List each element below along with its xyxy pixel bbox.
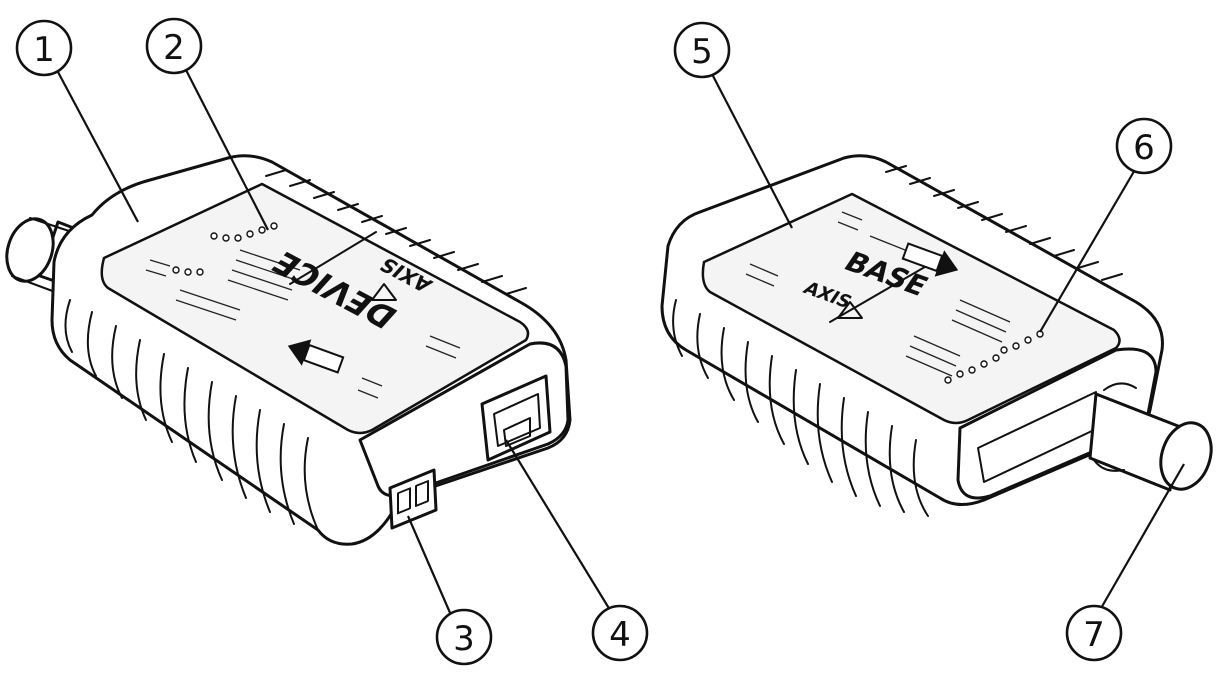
callout-2: 2 <box>145 17 203 75</box>
callout-4: 4 <box>591 604 649 662</box>
device-top-panel <box>100 182 530 435</box>
leader-lines <box>57 69 1185 623</box>
leader-2 <box>185 69 269 231</box>
device-power-terminal <box>388 468 438 530</box>
device-status-leds <box>172 222 278 276</box>
callout-1-number: 1 <box>33 30 55 70</box>
base-top-ribs <box>885 165 1123 281</box>
leader-1 <box>57 71 139 223</box>
callout-6: 6 <box>1115 117 1173 175</box>
device-unit: DEVICE AXIS <box>5 154 572 546</box>
leader-4 <box>505 439 611 611</box>
callout-2-number: 2 <box>163 28 185 68</box>
callout-3-number: 3 <box>453 619 475 659</box>
device-brand-triangle-icon <box>371 283 397 301</box>
callout-3: 3 <box>435 608 493 666</box>
device-panel-print <box>145 231 461 399</box>
device-front-face <box>358 341 570 498</box>
base-brand-triangle-icon <box>837 301 863 319</box>
base-arrow-icon <box>901 242 959 277</box>
callout-1: 1 <box>15 19 73 77</box>
callout-7: 7 <box>1065 604 1123 662</box>
device-side-fins <box>64 299 319 531</box>
base-panel-print <box>745 211 1011 377</box>
callout-4-number: 4 <box>609 615 631 655</box>
base-side-fins <box>672 299 929 517</box>
base-coax-connector <box>1088 382 1213 492</box>
leader-6 <box>1039 167 1137 333</box>
device-top-ribs <box>265 169 527 295</box>
callout-5-number: 5 <box>691 32 713 72</box>
callout-7-number: 7 <box>1083 615 1105 655</box>
base-top-panel <box>701 192 1121 425</box>
callout-5: 5 <box>673 21 731 79</box>
leader-3 <box>406 515 456 623</box>
base-unit: BASE AXIS <box>660 154 1213 517</box>
leader-5 <box>711 73 793 229</box>
base-status-leds <box>944 330 1044 384</box>
callout-6-number: 6 <box>1133 128 1155 168</box>
device-arrow-icon <box>287 339 345 374</box>
leader-7 <box>1099 463 1185 611</box>
device-ethernet-port <box>480 374 552 462</box>
